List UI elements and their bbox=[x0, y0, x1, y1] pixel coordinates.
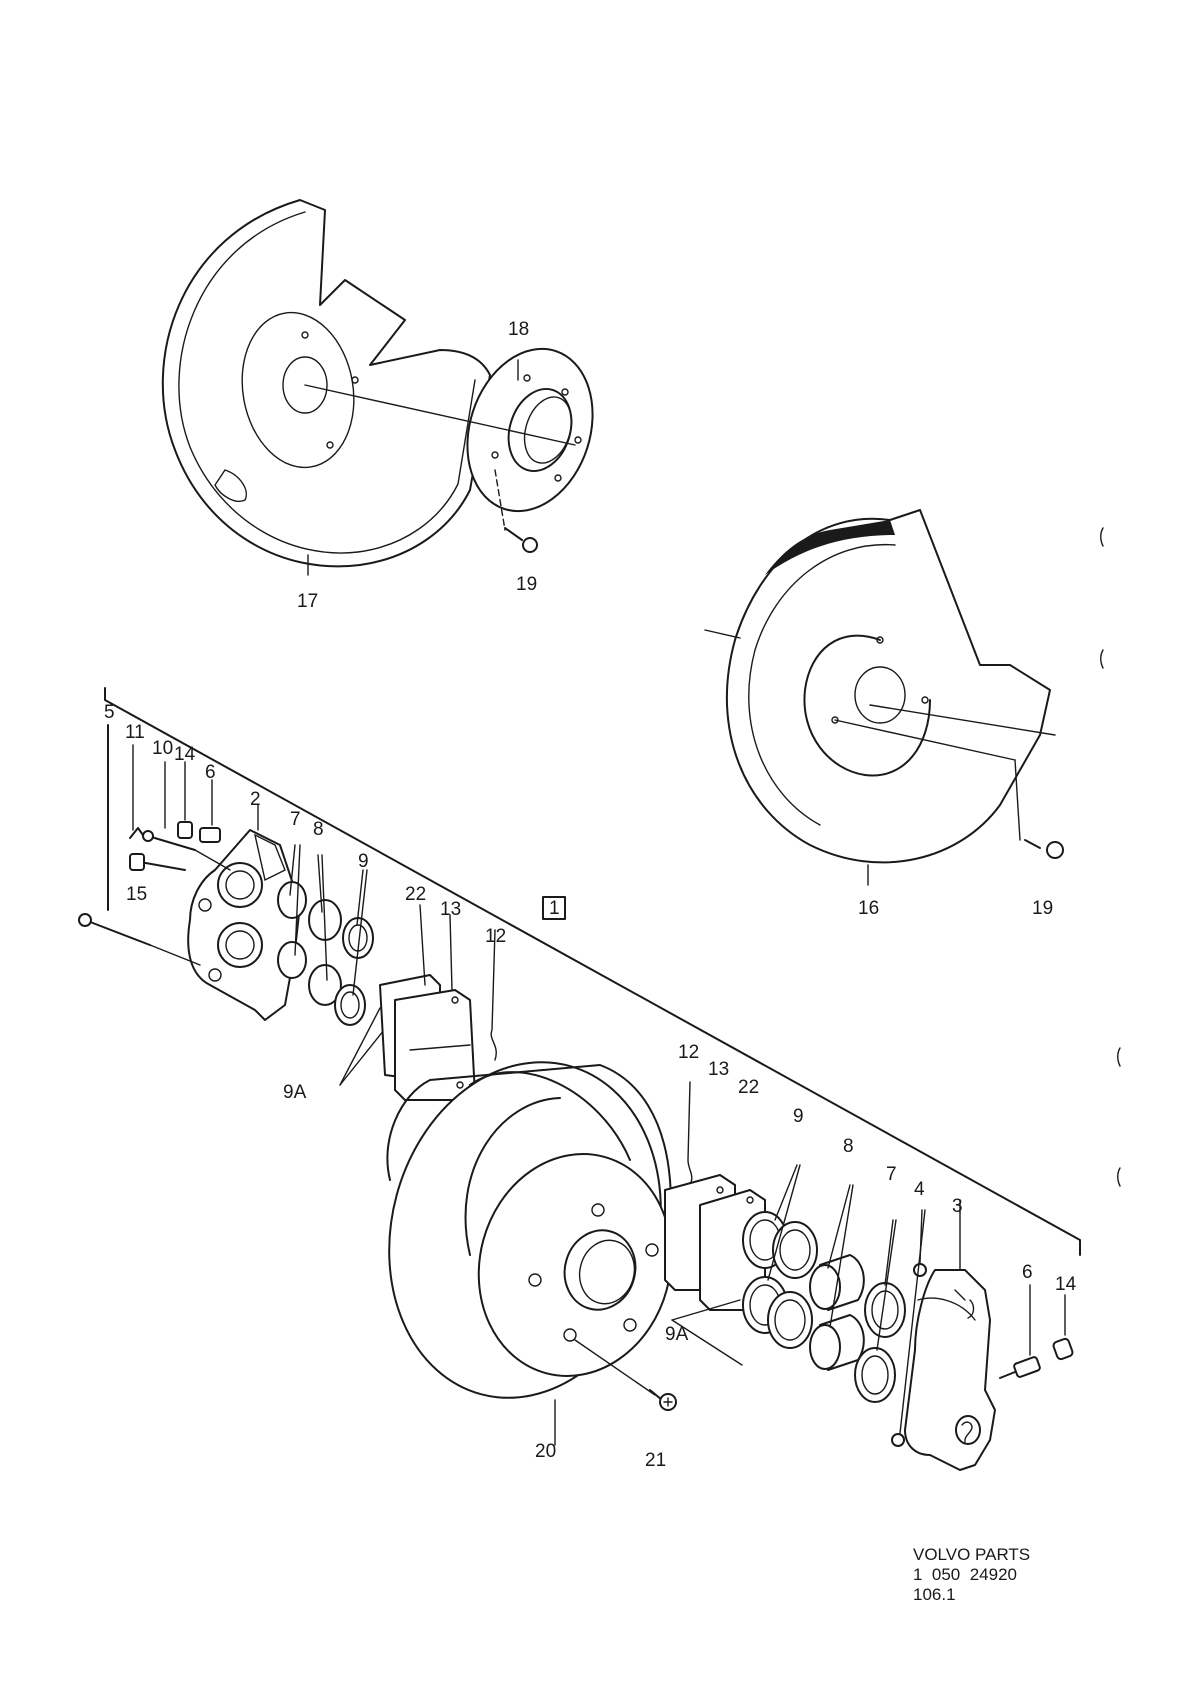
callout-19-right: 19 bbox=[1032, 898, 1053, 919]
callout-20: 20 bbox=[535, 1441, 556, 1462]
leader-lines bbox=[132, 359, 869, 1446]
callout-9-right: 9 bbox=[793, 1106, 804, 1127]
caliper-bolts-left bbox=[78, 724, 231, 966]
callout-10: 10 bbox=[152, 738, 173, 759]
margin-marks bbox=[1100, 527, 1121, 1187]
callout-3: 3 bbox=[952, 1196, 963, 1217]
pistons-seals-right bbox=[671, 1164, 927, 1447]
callout-6-right: 6 bbox=[1022, 1262, 1033, 1283]
callout-12-right: 12 bbox=[678, 1042, 699, 1063]
callout-16: 16 bbox=[858, 898, 879, 919]
bolt-19-upper bbox=[494, 469, 538, 553]
brake-pads-right bbox=[664, 1081, 766, 1311]
brake-disc-20 bbox=[386, 1061, 673, 1399]
callout-19-upper: 19 bbox=[516, 574, 537, 595]
callout-22-right: 22 bbox=[738, 1077, 759, 1098]
caliper-3-right bbox=[904, 1199, 996, 1471]
callout-12-left: 12 bbox=[485, 926, 506, 947]
callout-15: 15 bbox=[126, 884, 147, 905]
callout-14-left: 14 bbox=[174, 744, 196, 765]
callout-2: 2 bbox=[250, 789, 261, 810]
callout-7-left: 7 bbox=[290, 809, 301, 830]
callout-kit-1: 1 bbox=[549, 898, 560, 919]
caliper-2-left bbox=[187, 829, 301, 1021]
callout-8-right: 8 bbox=[843, 1136, 854, 1157]
screw-21 bbox=[649, 1389, 677, 1411]
callout-21: 21 bbox=[645, 1450, 666, 1471]
reference-page: 106.1 bbox=[913, 1585, 956, 1604]
callout-4: 4 bbox=[914, 1179, 925, 1200]
callout-14-right: 14 bbox=[1055, 1274, 1077, 1295]
hub-flange-18 bbox=[304, 347, 594, 513]
reference-block: VOLVO PARTS 1 050 24920 106.1 bbox=[913, 1545, 1030, 1604]
bleeder-cap-right bbox=[999, 1284, 1074, 1379]
callout-11: 11 bbox=[125, 722, 145, 743]
callout-18: 18 bbox=[508, 319, 529, 340]
callout-9A-left: 9A bbox=[283, 1082, 307, 1103]
callout-9A-right: 9A bbox=[665, 1324, 689, 1345]
callout-17: 17 bbox=[297, 591, 318, 612]
bolt-19-right bbox=[1024, 839, 1064, 859]
callout-9-left: 9 bbox=[358, 851, 369, 872]
splash-shield-17 bbox=[161, 199, 491, 568]
brake-pads-left bbox=[379, 904, 497, 1101]
callout-13-left: 13 bbox=[440, 899, 461, 920]
callout-7-right: 7 bbox=[886, 1164, 897, 1185]
reference-brand: VOLVO PARTS bbox=[913, 1545, 1030, 1564]
callout-8-left: 8 bbox=[313, 819, 324, 840]
callout-22-left: 22 bbox=[405, 884, 426, 905]
callout-6-left: 6 bbox=[205, 762, 216, 783]
reference-number: 1 050 24920 bbox=[913, 1565, 1017, 1584]
kit-outline-line bbox=[104, 687, 1081, 1256]
splash-shield-16 bbox=[704, 509, 1056, 864]
callout-labels: 17 18 19 16 19 1 5 11 10 14 6 2 15 7 8 9… bbox=[104, 319, 1077, 1471]
callout-5: 5 bbox=[104, 702, 115, 723]
pistons-seals-left bbox=[277, 844, 385, 1086]
callout-13-right: 13 bbox=[708, 1059, 729, 1080]
